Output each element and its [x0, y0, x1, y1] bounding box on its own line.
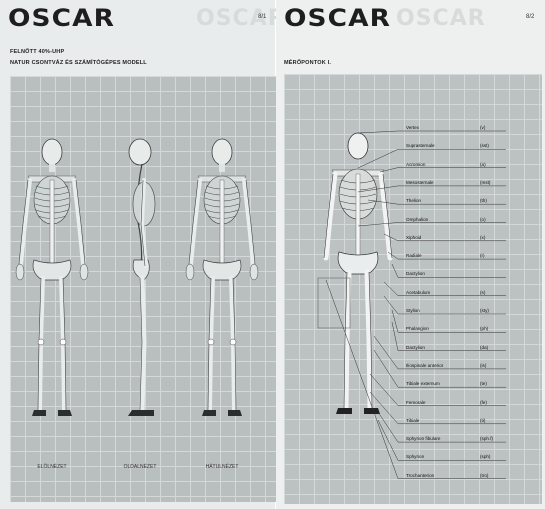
- landmark-leader-line: [370, 392, 404, 424]
- landmark-leader-line: [384, 282, 404, 296]
- landmark-label: Stylion: [406, 308, 420, 313]
- landmark-label: Radiale: [406, 253, 422, 258]
- landmark-label: Mesosternale: [406, 180, 434, 185]
- landmark-label: Acetabulum: [406, 290, 430, 295]
- landmark-leader-line: [378, 412, 404, 442]
- landmark-label: Dactylion: [406, 271, 425, 276]
- landmark-abbreviation: (fe): [480, 400, 487, 405]
- left-header-line2: NATUR CSONTVÁZ ÉS SZÁMÍTÓGÉPES MODELL: [10, 60, 147, 66]
- landmark-leader-line: [384, 296, 404, 314]
- landmark-label: Vertex: [406, 125, 419, 130]
- right-header: OSCAR OSCAR 8/2: [276, 0, 545, 38]
- left-page-number: 8/1: [258, 14, 266, 20]
- caption-front: ELÖLNÉZET: [22, 464, 82, 470]
- landmark-abbreviation: (ti): [480, 418, 485, 423]
- landmark-label: Phalangion: [406, 326, 429, 331]
- landmark-label: Thelion: [406, 198, 421, 203]
- landmark-leader-line: [378, 420, 404, 460]
- landmark-leader-line: [358, 131, 404, 133]
- landmark-abbreviation: (sst): [480, 143, 489, 148]
- left-header: OSCAR OSCAR 8/1: [0, 0, 275, 38]
- landmark-label: Iliospinale anterior: [406, 363, 443, 368]
- landmark-abbreviation: (th): [480, 198, 487, 203]
- landmark-leader-line: [370, 374, 404, 406]
- landmark-abbreviation: (tro): [480, 473, 488, 478]
- landmarks-panel: Vertex (v) Suprasternale (sst) Acromion (a) Me…: [284, 74, 542, 504]
- landmark-leader-line: [392, 310, 404, 332]
- landmark-leader-line: [392, 264, 404, 277]
- right-ghost-logo: OSCAR: [396, 6, 486, 31]
- landmark-leader-line: [374, 336, 404, 369]
- landmark-leader-line: [358, 223, 404, 227]
- right-title: MÉRŐPONTOK I.: [284, 60, 331, 66]
- skeleton-views-drawing: [10, 76, 276, 502]
- landmark-abbreviation: (o): [480, 217, 486, 222]
- left-logo: OSCAR: [8, 4, 115, 32]
- landmark-label: Tibiale: [406, 418, 419, 423]
- landmark-label: Suprasternale: [406, 143, 435, 148]
- skeleton-views-panel: ELÖLNÉZET OLDALNÉZET HÁTULNÉZET: [10, 76, 276, 502]
- landmark-leader-line: [374, 350, 404, 387]
- landmark-abbreviation: (sph): [480, 454, 490, 459]
- landmark-label: Omphalion: [406, 217, 428, 222]
- landmark-label: Sphyrion fibulare: [406, 436, 440, 441]
- skeleton-side-view: [128, 139, 155, 416]
- landmark-abbreviation: (s): [480, 290, 485, 295]
- landmark-abbreviation: (x): [480, 235, 485, 240]
- landmark-leader-line: [392, 322, 404, 351]
- skeleton-front-view: [16, 139, 88, 416]
- left-ghost-logo: OSCAR: [196, 6, 286, 31]
- landmark-abbreviation: (r): [480, 253, 485, 258]
- landmark-abbreviation: (da): [480, 345, 488, 350]
- landmark-label: Xiphoid: [406, 235, 421, 240]
- landmark-label: Femorale: [406, 400, 425, 405]
- landmark-abbreviation: (sty): [480, 308, 489, 313]
- caption-side: OLDALNÉZET: [110, 464, 170, 470]
- right-page-number: 8/2: [526, 14, 534, 20]
- landmark-abbreviation: (a): [480, 162, 486, 167]
- landmark-abbreviation: (te): [480, 381, 487, 386]
- landmark-abbreviation: (v): [480, 125, 485, 130]
- right-logo: OSCAR: [284, 4, 391, 32]
- landmark-abbreviation: (mst): [480, 180, 490, 185]
- landmark-abbreviation: (ph): [480, 326, 488, 331]
- landmark-abbreviation: (sph.f): [480, 436, 493, 441]
- landmark-label: Tibiale externum: [406, 381, 440, 386]
- left-header-line1: FELNŐTT 40%-UHP: [10, 49, 64, 55]
- skeleton-back-view: [186, 139, 258, 416]
- landmark-label: Dactylion: [406, 345, 425, 350]
- landmark-label: Acromion: [406, 162, 425, 167]
- landmark-label: Trochanterion: [406, 473, 434, 478]
- landmark-label: Sphyrion: [406, 454, 424, 459]
- caption-back: HÁTULNÉZET: [192, 464, 252, 470]
- landmark-abbreviation: (is): [480, 363, 486, 368]
